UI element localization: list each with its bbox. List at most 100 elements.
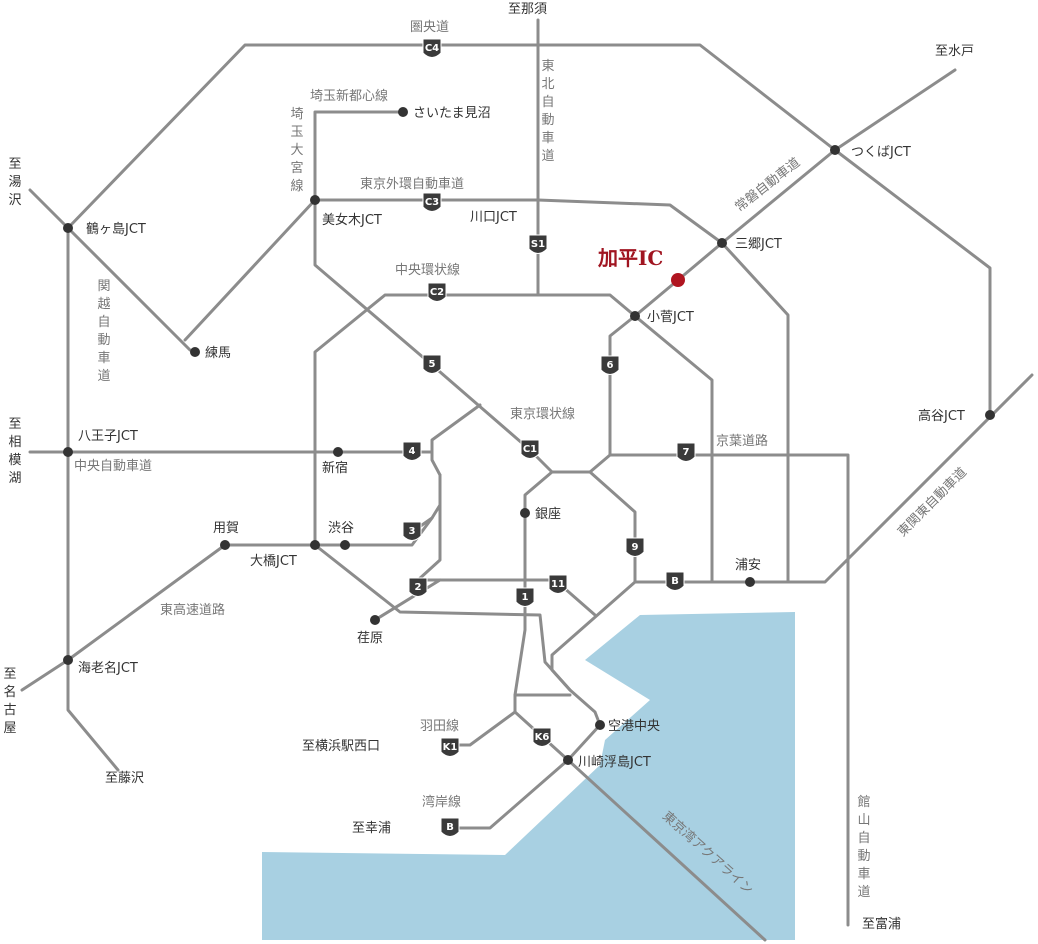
label-kahei-ic: 加平IC <box>597 246 663 270</box>
label-haneda: 羽田線 <box>420 718 459 734</box>
road-ohashi-south <box>313 543 602 727</box>
node-shinjuku[interactable] <box>333 447 343 457</box>
shield-1: 1 <box>515 587 535 607</box>
shield-k6: K6 <box>532 727 552 747</box>
shield-7: 7 <box>676 442 696 462</box>
label-to-fujisawa: 至藤沢 <box>105 771 144 786</box>
label-koya: 高谷JCT <box>918 408 965 424</box>
road-route6 <box>608 314 637 457</box>
shield-shape <box>440 737 460 757</box>
shield-shape <box>515 587 535 607</box>
shield-shape <box>676 442 696 462</box>
road-joban <box>633 148 837 318</box>
tokyo-bay-water <box>262 612 795 940</box>
label-kanetsu: 関越自動車道 <box>97 279 110 384</box>
shield-k1: K1 <box>440 737 460 757</box>
node-misato[interactable] <box>717 238 727 248</box>
shield-label: B <box>446 822 454 833</box>
shield-c3: C3 <box>422 192 442 212</box>
shield-label: 1 <box>522 592 529 603</box>
label-urayasu: 浦安 <box>735 558 761 573</box>
shield-b: B <box>440 817 460 837</box>
label-bijogi: 美女木JCT <box>322 212 382 228</box>
shield-shape <box>520 439 540 459</box>
shield-label: 2 <box>415 582 422 593</box>
road-c1-loop <box>410 403 482 534</box>
node-yoga[interactable] <box>220 540 230 550</box>
shield-c1: C1 <box>520 439 540 459</box>
node-bijogi[interactable] <box>310 195 320 205</box>
shield-shape <box>532 727 552 747</box>
road-saitama-shintoshin <box>313 110 405 202</box>
road-mito <box>833 68 957 152</box>
node-shibuya[interactable] <box>340 540 350 550</box>
node-saitama-minuma[interactable] <box>398 107 408 117</box>
node-ebina[interactable] <box>63 655 73 665</box>
label-tokyo-kanjo: 東京環状線 <box>510 406 575 422</box>
road-mebi-nerima <box>183 198 317 342</box>
road-west-trunk <box>66 226 120 772</box>
road-omiya <box>313 198 532 452</box>
shield-shape <box>665 571 685 591</box>
node-tsurugashima[interactable] <box>63 223 73 233</box>
shield-c2: C2 <box>427 282 447 302</box>
shield-shape <box>422 192 442 212</box>
shield-label: B <box>671 576 679 587</box>
shield-s1: S1 <box>528 234 548 254</box>
label-to-yokohama: 至横浜駅西口 <box>302 739 380 754</box>
shield-label: K6 <box>535 732 550 743</box>
road-c3 <box>313 198 790 584</box>
label-kawaguchi: 川口JCT <box>470 210 517 225</box>
label-omiya: 埼玉大宮線 <box>290 107 303 194</box>
label-tsurugashima: 鶴ヶ島JCT <box>86 221 146 237</box>
shield-4: 4 <box>402 441 422 461</box>
label-yoga: 用賀 <box>213 521 239 536</box>
shield-shape <box>402 521 422 541</box>
shield-label: C2 <box>430 287 444 298</box>
label-keiyo: 京葉道路 <box>716 433 768 449</box>
label-tsukuba: つくばJCT <box>851 145 911 160</box>
shield-shape <box>440 817 460 837</box>
road-route1 <box>443 578 527 747</box>
shield-shape <box>422 38 442 58</box>
label-kosuge: 小菅JCT <box>647 310 694 325</box>
node-ohashi[interactable] <box>310 540 320 550</box>
node-kosuge[interactable] <box>630 311 640 321</box>
road-network <box>20 18 1034 942</box>
label-hachioji: 八王子JCT <box>78 429 138 444</box>
node-nerima[interactable] <box>190 347 200 357</box>
shield-shape <box>422 354 442 374</box>
label-to-tomiura: 至富浦 <box>862 916 901 932</box>
label-to-nagoya: 至名古屋 <box>3 667 16 736</box>
node-airport-chuo[interactable] <box>595 720 605 730</box>
shield-shape <box>427 282 447 302</box>
label-to-yuzawa: 至湯沢 <box>8 157 21 208</box>
node-hachioji[interactable] <box>63 447 73 457</box>
node-urayasu[interactable] <box>745 577 755 587</box>
shield-11: 11 <box>548 574 568 594</box>
label-ebara: 荏原 <box>357 631 383 646</box>
label-saitama-minuma: さいたま見沼 <box>413 106 491 121</box>
label-ebina: 海老名JCT <box>78 660 138 676</box>
node-ebara[interactable] <box>370 615 380 625</box>
label-shibuya: 渋谷 <box>328 521 354 536</box>
label-tateyama: 館山自動車道 <box>857 795 870 900</box>
shield-label: 7 <box>683 447 690 458</box>
node-ginza[interactable] <box>520 508 530 518</box>
node-kahei-ic[interactable] <box>671 273 685 287</box>
node-tsukuba[interactable] <box>830 145 840 155</box>
shield-shape <box>600 355 620 375</box>
node-koya[interactable] <box>985 410 995 420</box>
road-wangan-south <box>443 758 570 830</box>
shield-6: 6 <box>600 355 620 375</box>
label-to-nasu: 至那須 <box>508 2 547 17</box>
label-to-mito: 至水戸 <box>935 44 974 59</box>
road-c1-loop-2 <box>528 448 612 474</box>
shield-2: 2 <box>408 577 428 597</box>
node-kawasaki-ukishima[interactable] <box>563 755 573 765</box>
shield-label: 6 <box>607 360 614 371</box>
shield-label: S1 <box>531 239 545 250</box>
shield-shape <box>402 441 422 461</box>
